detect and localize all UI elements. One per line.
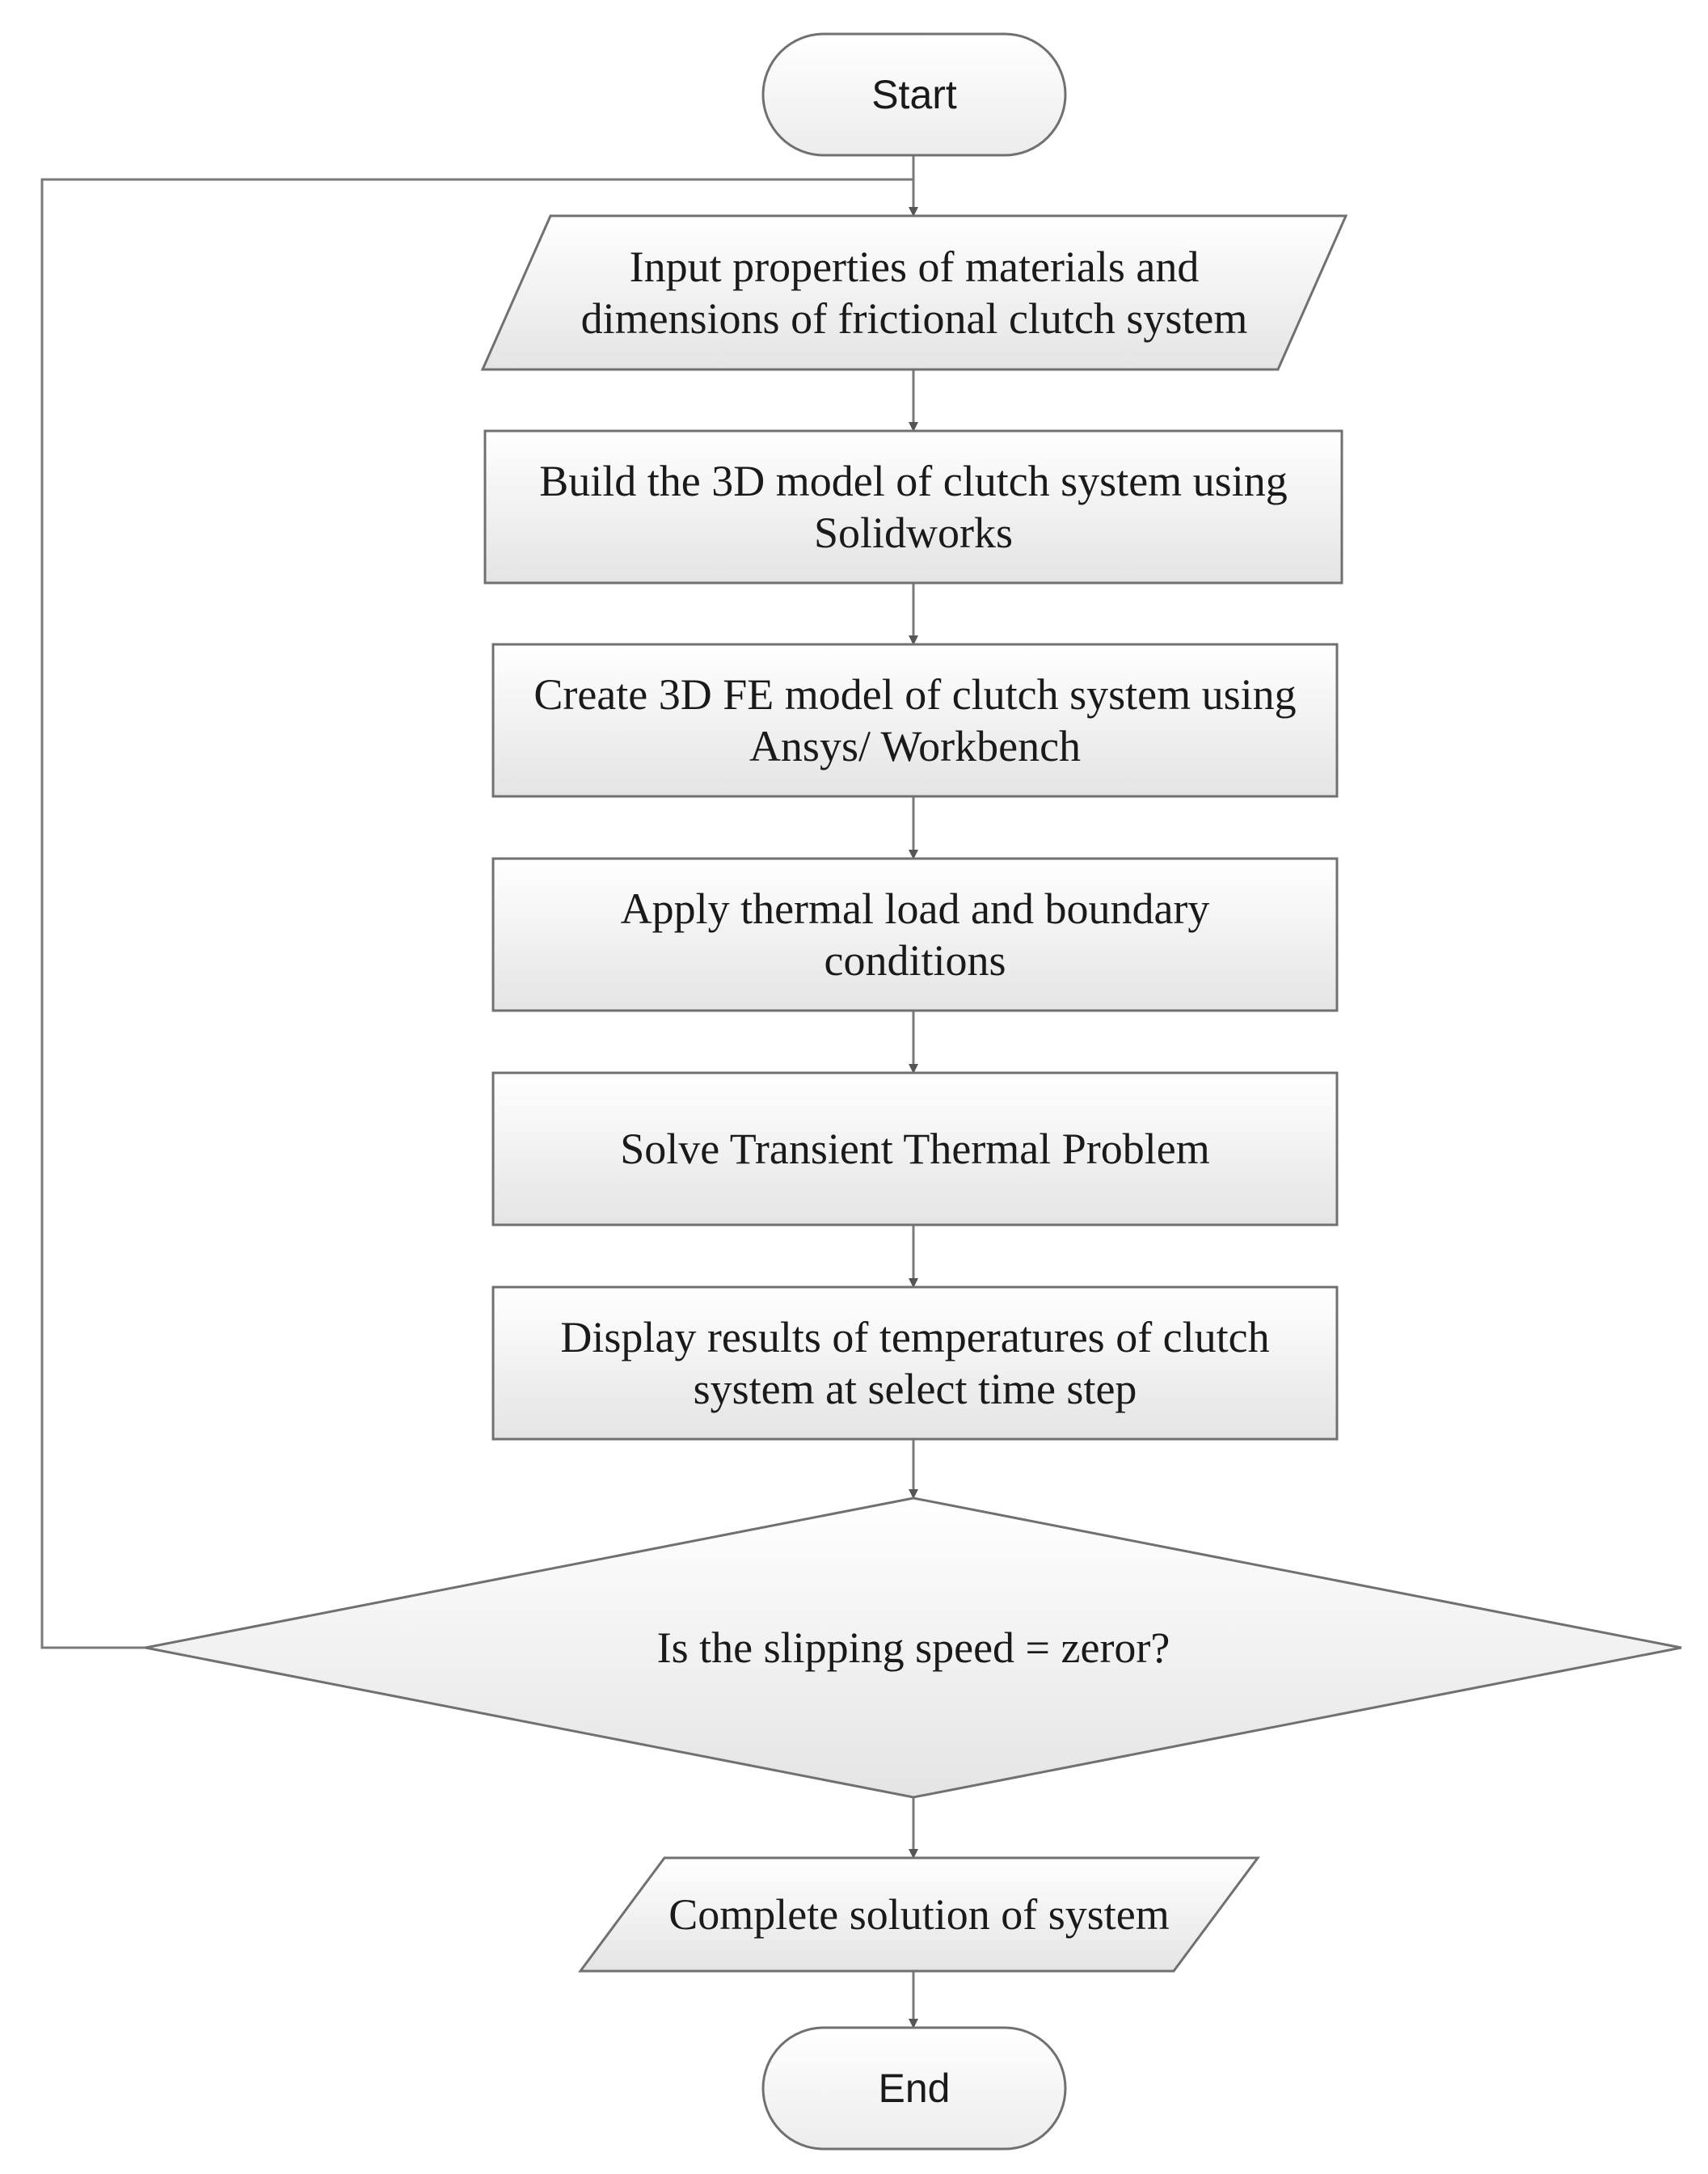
node-complete-label-line-1: Complete solution of system	[668, 1890, 1169, 1939]
node-build: Build the 3D model of clutch system usin…	[483, 429, 1343, 585]
node-create-label-line-1: Create 3D FE model of clutch system usin…	[533, 670, 1296, 719]
node-build-label-line-2: Solidworks	[814, 509, 1013, 557]
arrow-decision-to-input	[40, 178, 913, 1649]
node-apply: Apply thermal load and boundarycondition…	[491, 857, 1339, 1012]
node-input-label-line-1: Input properties of materials and	[630, 243, 1200, 291]
node-start-shape	[761, 32, 1067, 157]
node-apply-label-line-1: Apply thermal load and boundary	[621, 884, 1210, 933]
node-complete-shape	[578, 1856, 1260, 1973]
node-decision-label-line-1: Is the slipping speed = zeror?	[657, 1623, 1170, 1672]
node-apply-shape	[491, 857, 1339, 1012]
node-build-shape	[483, 429, 1343, 585]
node-input: Input properties of materials anddimensi…	[480, 214, 1348, 371]
node-end-shape	[761, 2026, 1067, 2151]
node-input-shape	[480, 214, 1348, 371]
node-input-label-line-2: dimensions of frictional clutch system	[581, 294, 1248, 343]
node-create-label-line-2: Ansys/ Workbench	[749, 722, 1081, 770]
node-display-shape	[491, 1285, 1339, 1441]
node-start-label-line-1: Start	[871, 72, 957, 117]
node-display-label-line-2: system at select time step	[694, 1365, 1137, 1413]
node-end-label-line-1: End	[879, 2066, 951, 2111]
node-decision: Is the slipping speed = zeror?	[145, 1496, 1682, 1799]
node-solve-label-line-1: Solve Transient Thermal Problem	[620, 1125, 1209, 1173]
node-solve: Solve Transient Thermal Problem	[491, 1071, 1339, 1226]
node-display-label-line-1: Display results of temperatures of clutc…	[560, 1313, 1269, 1361]
node-display: Display results of temperatures of clutc…	[491, 1285, 1339, 1441]
node-build-label-line-1: Build the 3D model of clutch system usin…	[539, 457, 1287, 505]
node-decision-shape	[145, 1496, 1682, 1799]
node-complete: Complete solution of system	[578, 1856, 1260, 1973]
node-end: End	[761, 2026, 1067, 2151]
node-apply-label-line-2: conditions	[824, 936, 1006, 985]
node-start: Start	[761, 32, 1067, 157]
node-create-shape	[491, 643, 1339, 798]
node-create: Create 3D FE model of clutch system usin…	[491, 643, 1339, 798]
node-solve-shape	[491, 1071, 1339, 1226]
